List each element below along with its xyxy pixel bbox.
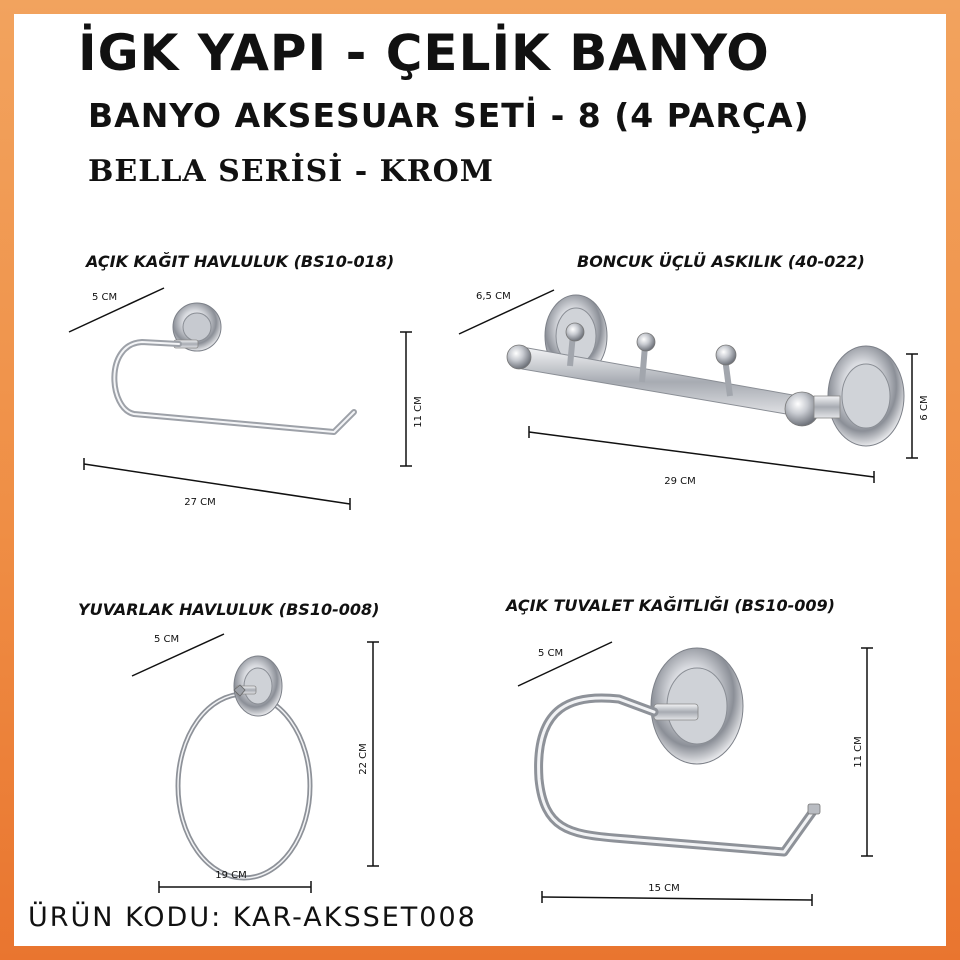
set-title: BANYO AKSESUAR SETİ - 8 (4 PARÇA) — [88, 96, 810, 135]
towel-ring-illustration — [175, 655, 313, 881]
towel-ring-height-label: 22 CM — [358, 743, 369, 775]
paper-towel-depth-label: 5 CM — [92, 292, 117, 303]
toilet-paper-width-label: 15 CM — [648, 883, 680, 894]
product-illustrations: 5 CM 11 CM 27 CM — [68, 287, 930, 906]
hook-rail-height-label: 6 CM — [919, 395, 930, 420]
toilet-paper-height-label: 11 CM — [853, 736, 864, 768]
product-name-paper-towel-holder: AÇIK KAĞIT HAVLULUK (BS10-018) — [86, 252, 395, 271]
toilet-paper-holder-dimensions: 5 CM 11 CM 15 CM — [517, 641, 873, 906]
towel-ring-depth-label: 5 CM — [154, 634, 179, 645]
product-name-toilet-paper-holder: AÇIK TUVALET KAĞITLIĞI (BS10-009) — [506, 596, 835, 615]
paper-towel-holder-illustration — [111, 302, 357, 435]
hook-rail-dimensions: 6,5 CM 6 CM 29 CM — [458, 289, 930, 487]
towel-ring-dimensions: 5 CM 22 CM 19 CM — [131, 633, 379, 893]
product-sheet: İGK YAPI - ÇELİK BANYO BANYO AKSESUAR SE… — [14, 14, 946, 946]
toilet-paper-depth-label: 5 CM — [538, 648, 563, 659]
towel-ring-width-label: 19 CM — [215, 870, 247, 881]
paper-towel-holder-dimensions: 5 CM 11 CM 27 CM — [68, 287, 424, 510]
hook-rail-depth-label: 6,5 CM — [476, 291, 511, 302]
hook-rail-width-label: 29 CM — [664, 476, 696, 487]
paper-towel-height-label: 11 CM — [413, 396, 424, 428]
product-code: ÜRÜN KODU: KAR-AKSSET008 — [28, 902, 477, 933]
paper-towel-width-label: 27 CM — [184, 497, 216, 508]
toilet-paper-holder-illustration — [534, 647, 821, 857]
brand-title: İGK YAPI - ÇELİK BANYO — [78, 24, 770, 82]
hook-rail-illustration — [506, 294, 905, 447]
product-name-hook-rail: BONCUK ÜÇLÜ ASKILIK (40-022) — [577, 252, 865, 271]
product-name-towel-ring: YUVARLAK HAVLULUK (BS10-008) — [78, 600, 380, 619]
series-title: BELLA SERİSİ - KROM — [88, 154, 495, 189]
